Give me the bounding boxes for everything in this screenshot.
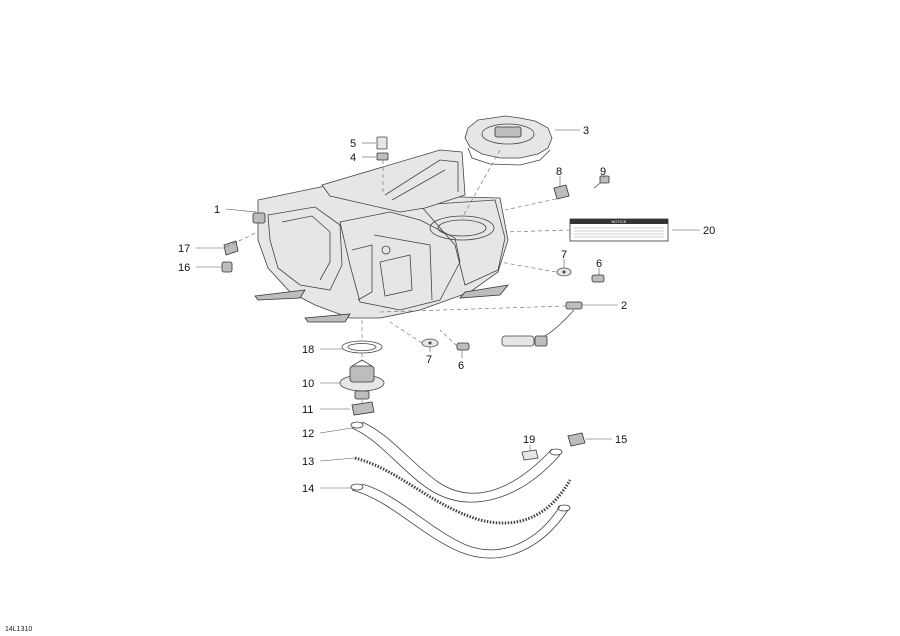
callout-14: 14: [302, 483, 314, 495]
callout-7b: 7: [426, 354, 432, 366]
callout-17: 17: [178, 243, 190, 255]
callout-19: 19: [523, 434, 535, 446]
clamp-part-11: [351, 401, 375, 416]
drawing-code: 14L1310: [5, 626, 32, 633]
gasket-ring-part-18: [341, 340, 383, 354]
callout-labels: 1 2 3 4 5 6 6 7 7 8 9 10 11 12 13 14 15 …: [178, 125, 715, 495]
hose-part-14: [350, 483, 571, 559]
screw-part-9: [593, 175, 610, 189]
nut-part-6a: [591, 274, 605, 283]
callout-12: 12: [302, 428, 314, 440]
fuel-pump-part-10: [339, 359, 385, 400]
connector-part-15: [567, 432, 586, 447]
washer-part-7b: [421, 338, 439, 348]
leader-lines: [196, 129, 700, 489]
hose-sleeve-part-13: [354, 456, 572, 525]
callout-13: 13: [302, 456, 314, 468]
callout-18: 18: [302, 344, 314, 356]
callout-10: 10: [302, 378, 314, 390]
callout-20: 20: [703, 225, 715, 237]
grommet-part-8: [553, 184, 570, 200]
decal-title: NOTICE: [611, 219, 626, 224]
callout-3: 3: [583, 125, 589, 137]
callout-4: 4: [350, 152, 356, 164]
nut-part-6b: [456, 342, 470, 351]
fuel-hose-part-12: [350, 421, 563, 503]
clip-part-19: [521, 449, 539, 461]
clip-part-17: [223, 240, 239, 256]
fitting-part-16: [221, 261, 233, 273]
nut-part-4: [376, 152, 389, 161]
fuel-tank: [252, 149, 509, 323]
callout-5: 5: [350, 138, 356, 150]
callout-8: 8: [556, 166, 562, 178]
fuel-cap: [464, 115, 553, 166]
callout-11: 11: [302, 404, 313, 416]
notice-decal: NOTICE: [569, 218, 669, 242]
callout-7a: 7: [561, 249, 567, 261]
callout-6b: 6: [458, 360, 464, 372]
washer-part-7a: [556, 267, 572, 277]
callout-6a: 6: [596, 258, 602, 270]
callout-2: 2: [621, 300, 627, 312]
callout-1: 1: [214, 204, 220, 216]
bolt-part-5: [376, 136, 388, 150]
callout-16: 16: [178, 262, 190, 274]
sensor-part-2: [501, 301, 583, 347]
callout-15: 15: [615, 434, 627, 446]
callout-9: 9: [600, 166, 606, 178]
